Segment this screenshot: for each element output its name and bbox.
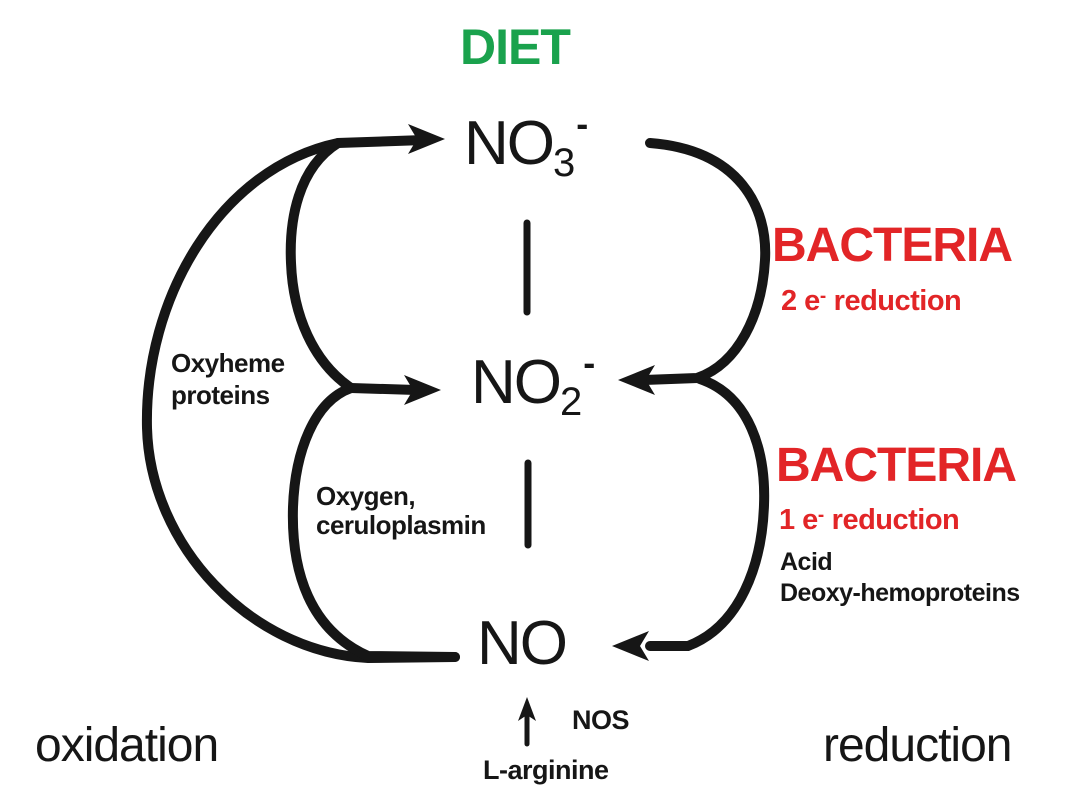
one-electron-reduction-label: 1 e-reduction (779, 504, 960, 536)
two-electron-word: reduction (833, 285, 962, 317)
arc-no-to-nitrate (141, 135, 460, 664)
oxyheme-line2: proteins (171, 380, 270, 410)
electron-minus-sup: - (819, 286, 826, 307)
oxygen-ceruloplasmin-label: Oxygen,ceruloplasmin (316, 482, 486, 540)
arc-nitrate-to-nitrite (639, 138, 771, 385)
two-electron-pre: 2 e (781, 285, 820, 317)
diet-label: DIET (460, 19, 571, 75)
one-electron-pre: 1 e (779, 504, 818, 536)
arc-no-to-nitrite (287, 383, 460, 662)
oxidation-label: oxidation (35, 719, 219, 772)
arrowhead-into-no-right (612, 631, 649, 661)
nitrite-node: NO2- (471, 342, 595, 424)
nitrite-charge: - (583, 342, 595, 383)
one-electron-word: reduction (831, 504, 960, 536)
nitrite-base: NO (471, 348, 562, 417)
arrowhead-into-nitrate (408, 124, 445, 154)
nitrate-node: NO3- (464, 103, 588, 185)
nitrate-charge: - (576, 103, 588, 144)
nitrate-base: NO (464, 109, 555, 178)
arc-nitrite-to-nitrate (285, 138, 356, 393)
oxygen-line2: ceruloplasmin (316, 510, 486, 540)
shaft-into-nitrite-left (346, 383, 421, 395)
arrowhead-into-nitrite-left (404, 375, 441, 405)
nos-label: NOS (572, 705, 630, 735)
acid-label: Acid (780, 548, 833, 576)
nitrite-subscript: 2 (560, 380, 582, 424)
arrowhead-into-nitrite-right (618, 365, 655, 395)
arc-nitrite-to-no (645, 374, 770, 651)
nitrate-subscript: 3 (553, 141, 575, 185)
two-electron-reduction-label: 2 e-reduction (781, 285, 962, 317)
arrowhead-nos-up (518, 697, 536, 721)
l-arginine-label: L-arginine (483, 755, 609, 785)
deoxy-hemoproteins-label: Deoxy-hemoproteins (780, 579, 1020, 607)
oxyheme-line1: Oxyheme (171, 348, 285, 378)
bacteria-label-bottom: BACTERIA (776, 439, 1017, 492)
reduction-label: reduction (823, 719, 1012, 772)
nitric-oxide-node: NO (477, 609, 568, 678)
electron-minus-sup-2: - (817, 505, 824, 526)
bacteria-label-top: BACTERIA (772, 219, 1013, 272)
oxygen-line1: Oxygen, (316, 481, 416, 511)
